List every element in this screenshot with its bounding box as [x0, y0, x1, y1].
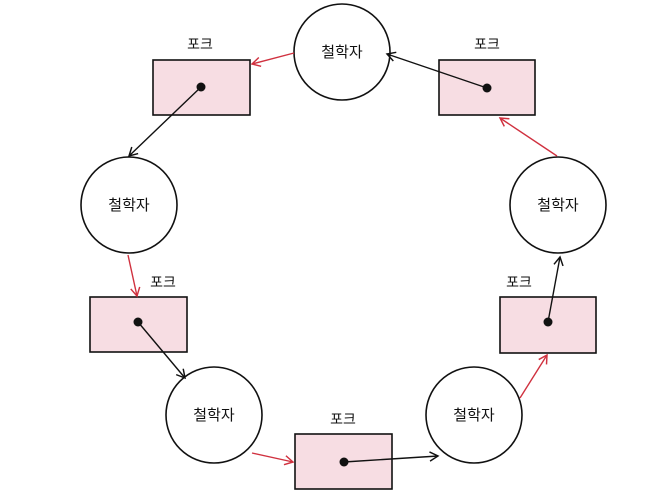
fork-dot — [543, 317, 553, 327]
philosopher-right: 철학자 — [509, 156, 607, 254]
fork-label: 포크 — [330, 412, 356, 428]
wait-arrow — [250, 52, 295, 68]
fork-label: 포크 — [474, 37, 500, 53]
fork-right: 포크 — [499, 275, 597, 354]
fork-dot — [196, 82, 206, 92]
fork-box — [438, 59, 536, 116]
fork-top-left: 포크 — [152, 37, 251, 116]
philosopher-circle — [165, 366, 263, 464]
fork-label: 포크 — [187, 37, 213, 53]
wait-arrow — [498, 117, 558, 157]
wait-arrow — [127, 254, 141, 298]
hold-arrow — [385, 51, 488, 89]
wait-arrow — [251, 452, 295, 466]
fork-left: 포크 — [89, 275, 188, 353]
philosopher-label: 철학자 — [193, 406, 235, 424]
hold-arrow — [343, 451, 440, 463]
hold-arrow — [137, 321, 186, 380]
fork-label: 포크 — [150, 275, 176, 291]
fork-dots — [133, 82, 553, 467]
philosopher-label: 철학자 — [537, 196, 579, 214]
fork-label: 포크 — [506, 275, 532, 291]
fork-top-right: 포크 — [438, 37, 536, 116]
philosopher-bottom-left: 철학자 — [165, 366, 263, 464]
wait-arrows — [127, 52, 558, 466]
philosopher-label: 철학자 — [108, 196, 150, 214]
philosopher-label: 철학자 — [453, 406, 495, 424]
hold-arrow — [547, 255, 564, 323]
philosopher-circle — [509, 156, 607, 254]
philosopher-label: 철학자 — [321, 43, 363, 61]
philosopher-left: 철학자 — [80, 156, 178, 254]
fork-dot — [482, 83, 492, 93]
wait-arrow — [519, 353, 548, 399]
philosopher-circle — [425, 366, 523, 464]
fork-bottom: 포크 — [294, 412, 393, 490]
fork-dot — [133, 317, 143, 327]
philosopher-top: 철학자 — [293, 3, 391, 101]
fork-dot — [339, 457, 349, 467]
hold-arrows — [127, 51, 564, 463]
hold-arrow — [127, 86, 202, 158]
philosopher-bottom-right: 철학자 — [425, 366, 523, 464]
